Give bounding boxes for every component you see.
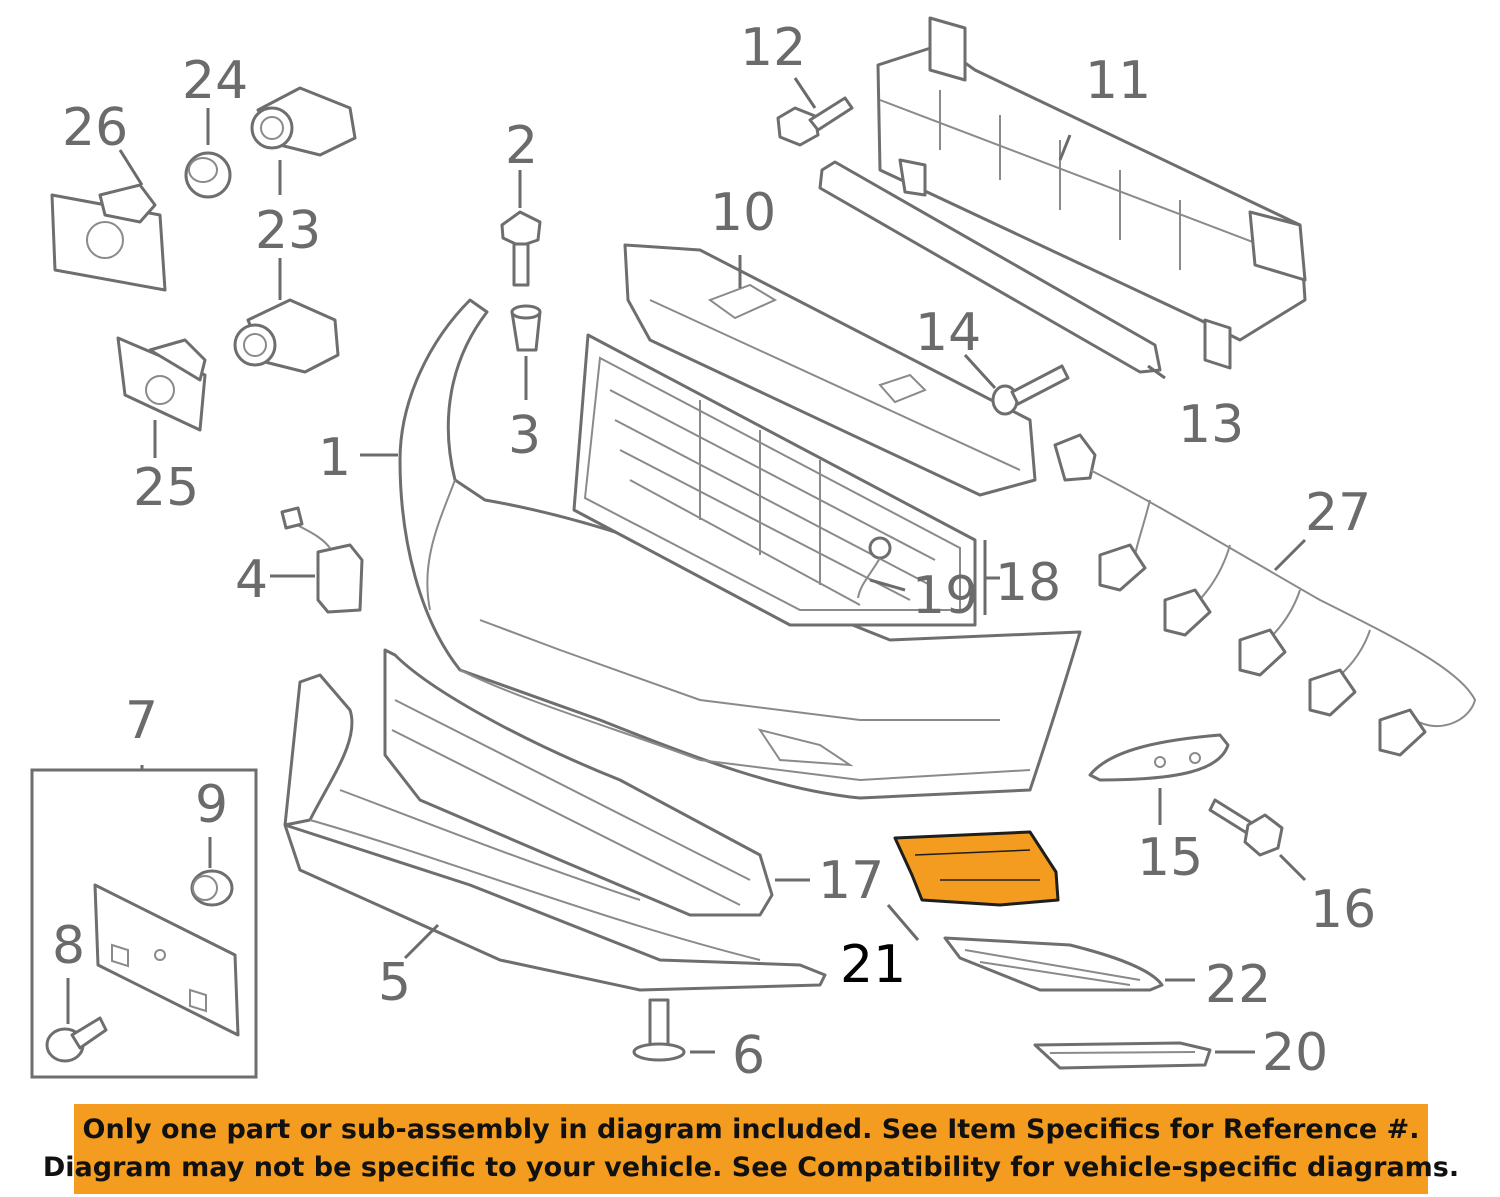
part-22-grille-insert (943, 936, 1164, 992)
part-20-trim-strip (1033, 1041, 1212, 1070)
part-7-license-plate-kit (30, 768, 258, 1079)
part-27-wiring-harness (1053, 433, 1477, 757)
leader-lines (66, 77, 1307, 1054)
callout-5: 5 (378, 953, 411, 1013)
callout-25: 25 (133, 458, 199, 518)
callout-19: 19 (912, 566, 978, 626)
callout-4: 4 (235, 550, 268, 610)
part-5-lower-spoiler (283, 673, 827, 992)
part-24-plug (184, 151, 232, 199)
part-4-sensor (280, 506, 364, 614)
callout-24: 24 (182, 51, 248, 111)
part-26-sensor-bracket (50, 183, 167, 292)
part-13-bracket-strip (818, 160, 1162, 374)
part-10-energy-absorber (623, 243, 1037, 497)
part-15-side-trim (1088, 733, 1230, 782)
part-23-parking-sensor-upper (250, 86, 357, 157)
part-21-deflector-highlighted (893, 830, 1060, 907)
callout-7: 7 (125, 691, 158, 751)
part-9-plug (190, 869, 234, 907)
part-19-connector (857, 536, 892, 599)
callout-9: 9 (195, 775, 228, 835)
part-2-bolt (500, 210, 542, 287)
part-17-lower-grille (383, 648, 774, 917)
part-1-bumper-cover (398, 298, 1082, 800)
disclaimer-line-2: Diagram may not be specific to your vehi… (42, 1152, 1460, 1183)
part-23-parking-sensor-lower (233, 298, 340, 374)
part-14-bolt (991, 364, 1070, 416)
callout-2: 2 (505, 116, 538, 176)
callout-1: 1 (318, 428, 351, 488)
callout-11: 11 (1085, 51, 1151, 111)
callout-6: 6 (732, 1026, 765, 1086)
callout-8: 8 (52, 916, 85, 976)
part-3-nut-insert (510, 304, 542, 352)
callout-labels: 1 2 3 4 5 6 7 8 9 10 11 12 13 14 15 16 1… (52, 18, 1376, 1086)
part-11-reinforcement-bar (876, 16, 1307, 370)
callout-27: 27 (1305, 483, 1371, 543)
part-25-sensor-bracket (116, 336, 207, 432)
callout-14: 14 (915, 303, 981, 363)
part-12-bolt (776, 96, 854, 147)
callout-13: 13 (1178, 395, 1244, 455)
disclaimer-banner: Only one part or sub-assembly in diagram… (43, 1104, 1459, 1194)
disclaimer-line-1: Only one part or sub-assembly in diagram… (82, 1114, 1420, 1145)
part-8-screw (45, 1016, 108, 1063)
callout-17: 17 (818, 851, 884, 911)
callout-12: 12 (740, 18, 806, 78)
callout-20: 20 (1262, 1023, 1328, 1083)
callout-18: 18 (995, 553, 1061, 613)
part-16-bolt (1208, 798, 1284, 857)
callout-21: 21 (840, 935, 906, 995)
callout-26: 26 (62, 98, 128, 158)
callout-10: 10 (710, 183, 776, 243)
part-6-screw (632, 998, 686, 1062)
callout-23: 23 (255, 201, 321, 261)
callout-3: 3 (508, 406, 541, 466)
exploded-parts-diagram: 1 2 3 4 5 6 7 8 9 10 11 12 13 14 15 16 1… (30, 16, 1477, 1086)
callout-16: 16 (1310, 880, 1376, 940)
callout-15: 15 (1137, 828, 1203, 888)
callout-22: 22 (1205, 955, 1271, 1015)
